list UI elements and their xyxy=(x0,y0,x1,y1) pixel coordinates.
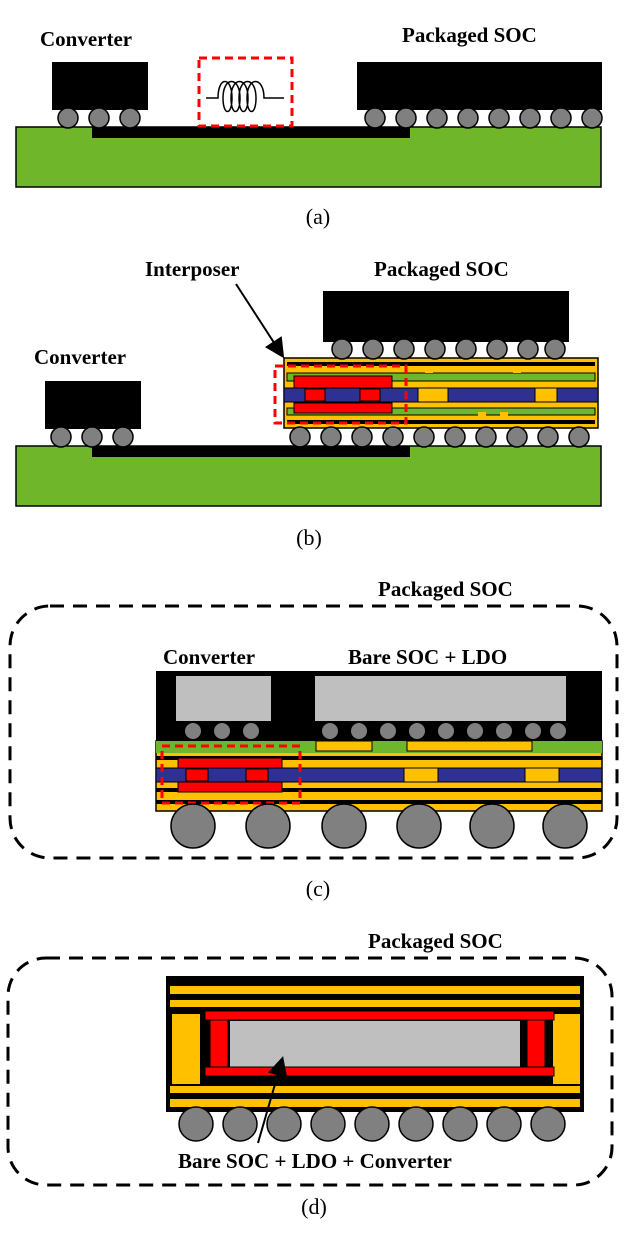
panel-c-converter-label: Converter xyxy=(163,645,255,669)
panel-c-caption: (c) xyxy=(306,876,330,901)
panel-a-trace xyxy=(92,127,410,138)
panel-b-converter-label: Converter xyxy=(34,345,126,369)
panel-b: Interposer Packaged SOC Converter xyxy=(15,257,602,550)
panel-a-soc-bumps xyxy=(364,107,603,129)
panel-d-die-label: Bare SOC + LDO + Converter xyxy=(178,1149,452,1173)
panel-c-package-outline xyxy=(8,604,619,860)
panel-d-solder-balls xyxy=(178,1106,566,1142)
panel-a-converter-bumps xyxy=(57,107,141,129)
panel-b-converter-bumps xyxy=(50,426,134,448)
panel-c-package-label: Packaged SOC xyxy=(378,577,513,601)
panel-a-converter-label: Converter xyxy=(40,27,132,51)
panel-a-soc-chip xyxy=(357,62,602,110)
panel-b-interposer-bumps xyxy=(289,426,590,448)
panel-d-package-outline xyxy=(6,956,614,1187)
panel-d-embedded-package xyxy=(166,976,584,1112)
panel-c-soc-label: Bare SOC + LDO xyxy=(348,645,507,669)
panel-d-die-arrow xyxy=(257,1056,288,1144)
panel-c-soc-die xyxy=(315,676,566,721)
panel-a-converter-chip xyxy=(52,62,148,110)
panel-c-micro-bumps xyxy=(185,723,566,739)
panel-b-trace xyxy=(92,446,410,457)
panel-c: Packaged SOC Converter Bare SOC + LDO xyxy=(8,577,619,901)
panel-c-substrate xyxy=(155,740,603,812)
panel-b-soc-chip xyxy=(323,291,569,342)
panel-b-soc-bumps xyxy=(331,338,566,360)
panel-d: Packaged SOC xyxy=(6,929,614,1219)
panel-a-inductor-icon xyxy=(206,80,284,113)
panel-a-inductor-highlight xyxy=(197,56,294,128)
panel-b-embedded-inductor xyxy=(293,375,393,414)
panel-d-caption: (d) xyxy=(301,1194,327,1219)
panel-c-solder-balls xyxy=(170,803,588,849)
panel-a-soc-label: Packaged SOC xyxy=(402,23,537,47)
panel-c-inductor-highlight xyxy=(160,744,302,805)
panel-b-soc-label: Packaged SOC xyxy=(374,257,509,281)
panel-d-die xyxy=(230,1021,520,1069)
panel-b-inductor-highlight xyxy=(273,364,408,425)
panel-b-interposer-label: Interposer xyxy=(145,257,239,281)
panel-b-interposer-arrow xyxy=(235,283,285,359)
panel-b-caption: (b) xyxy=(296,525,322,550)
panel-b-converter-chip xyxy=(45,381,141,429)
panel-b-interposer xyxy=(283,357,599,429)
panel-c-converter-die xyxy=(176,676,271,721)
panel-a: Converter Packaged SOC (a) xyxy=(15,23,603,229)
panel-d-package-label: Packaged SOC xyxy=(368,929,503,953)
panel-a-caption: (a) xyxy=(306,204,330,229)
panel-c-embedded-inductor xyxy=(177,757,283,793)
